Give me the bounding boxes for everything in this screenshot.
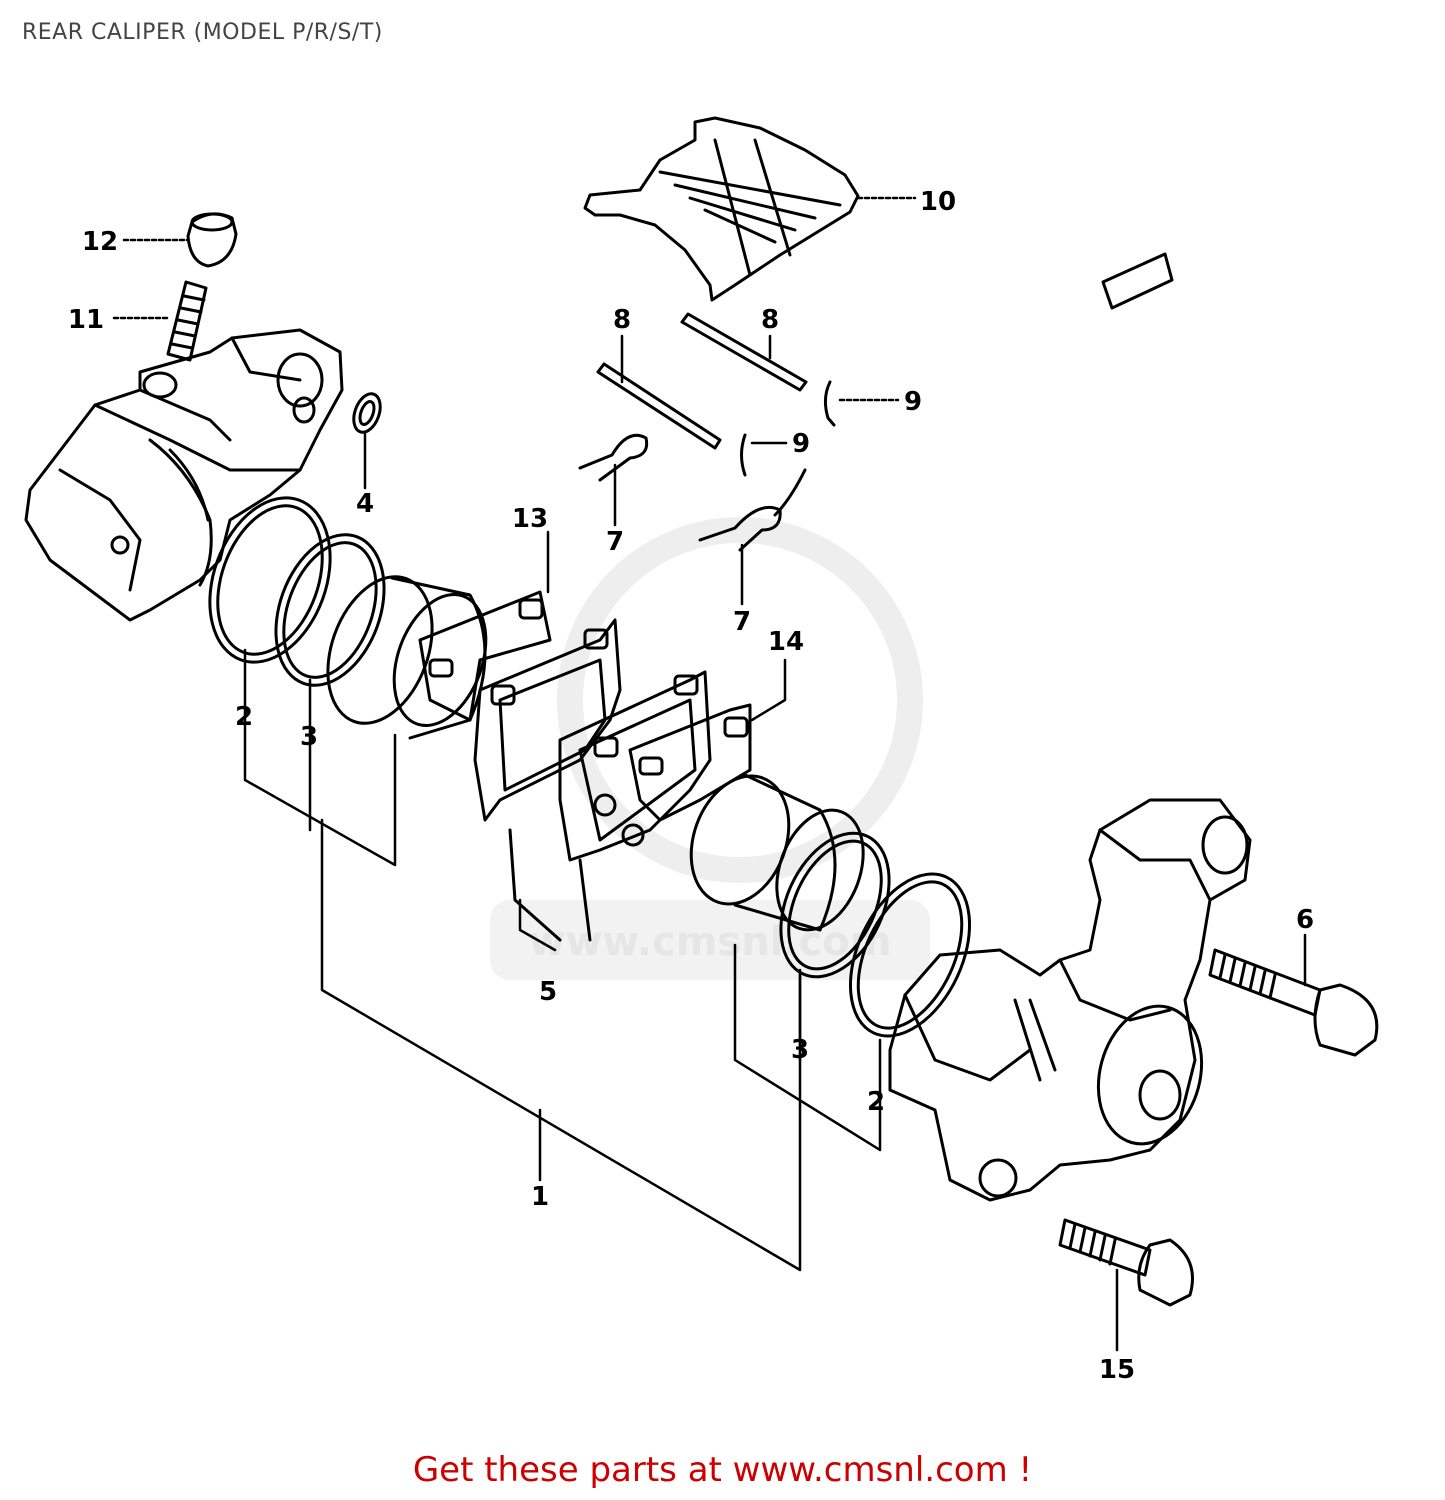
page-title: REAR CALIPER (MODEL P/R/S/T) <box>22 20 383 45</box>
part-number-labels: 1 2 2 3 3 4 5 6 7 7 8 8 9 9 10 11 12 13 … <box>68 187 1314 1385</box>
part-label-14: 14 <box>768 627 804 657</box>
dust-seal-right <box>779 831 891 979</box>
caliper-mounting-bolt <box>1208 948 1379 1057</box>
brake-pad-rear <box>508 670 712 942</box>
part-label-8-left: 8 <box>613 305 631 335</box>
caliper-housing-right <box>888 798 1252 1202</box>
part-label-5: 5 <box>539 977 557 1007</box>
pad-pin-clip-2 <box>740 433 747 477</box>
part-label-4: 4 <box>356 489 374 519</box>
part-label-2-right: 2 <box>867 1087 885 1117</box>
part-label-10: 10 <box>920 187 956 217</box>
footer-parts-link[interactable]: Get these parts at www.cmsnl.com ! <box>412 1450 1033 1490</box>
piston-left <box>326 575 488 740</box>
part-label-13: 13 <box>512 504 548 534</box>
stamp-mark <box>1101 252 1174 310</box>
pad-spring-clip-1 <box>578 433 649 482</box>
part-label-2-left: 2 <box>235 702 253 732</box>
watermark-text: www.cmsnl.com <box>529 919 892 965</box>
leader-lines <box>112 196 1307 1352</box>
caliper-housing-left <box>24 328 344 622</box>
part-label-3-right: 3 <box>791 1035 809 1065</box>
pad-spring <box>583 116 860 302</box>
part-label-7-upper: 7 <box>606 527 624 557</box>
part-label-9-lower: 9 <box>792 429 810 459</box>
part-label-1: 1 <box>531 1182 549 1212</box>
caliper-bolt-lower <box>1058 1218 1194 1307</box>
part-label-3-left: 3 <box>300 722 318 752</box>
pad-pin-1 <box>596 362 722 450</box>
part-label-6: 6 <box>1296 905 1314 935</box>
watermark: www.cmsnl.com <box>490 517 930 980</box>
piston-seal-right <box>848 872 972 1038</box>
pad-pin-2 <box>680 312 808 392</box>
pad-pin-clip-1 <box>823 380 836 427</box>
part-label-7-lower: 7 <box>733 607 751 637</box>
part-label-9-upper: 9 <box>904 387 922 417</box>
piston-right <box>689 773 865 932</box>
dust-seal-small <box>352 392 382 434</box>
pad-shim-left <box>418 590 552 722</box>
dust-seal-left <box>274 533 386 687</box>
bleeder-valve <box>166 280 208 362</box>
bleeder-cap <box>186 212 238 268</box>
piston-seal-left <box>208 496 332 664</box>
pad-spring-clip-2 <box>698 468 807 552</box>
part-label-11: 11 <box>68 305 104 335</box>
part-label-15: 15 <box>1099 1355 1135 1385</box>
part-label-8-right: 8 <box>761 305 779 335</box>
part-label-12: 12 <box>82 227 118 257</box>
pad-shim-right <box>628 703 752 822</box>
